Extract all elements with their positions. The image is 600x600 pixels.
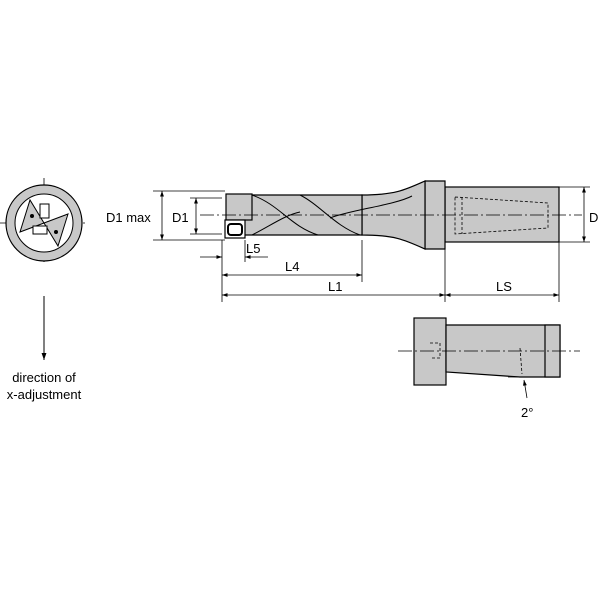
dim-label-d: D [589,210,598,225]
direction-label-line2: x-adjustment [7,387,82,402]
dim-label-l5: L5 [246,241,260,256]
direction-label-line1: direction of [12,370,76,385]
shank-detail-view [398,317,580,399]
dim-label-d1-max: D1 max [106,210,151,225]
dimension-lines [153,186,590,302]
dim-label-l1: L1 [328,279,342,294]
dim-label-l4: L4 [285,259,299,274]
end-view [0,178,88,262]
dim-label-d1: D1 [172,210,189,225]
tool-side-view [200,180,582,250]
angle-label: 2° [521,405,533,420]
dim-label-ls: LS [496,279,512,294]
